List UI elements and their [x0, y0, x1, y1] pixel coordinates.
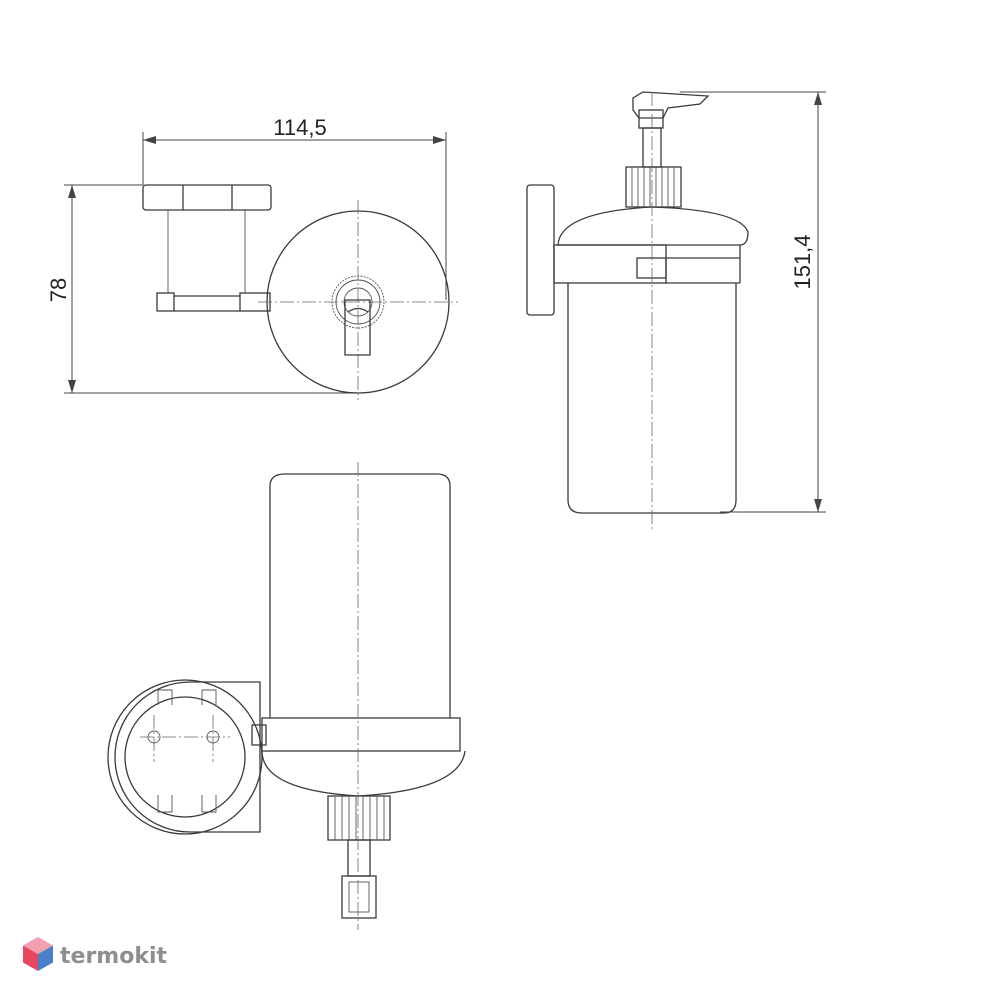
arm-stub	[251, 724, 267, 746]
pump-collar	[625, 166, 682, 208]
wall-plate-front	[107, 679, 263, 835]
dimension-total-height: 151,4	[680, 91, 826, 513]
holder-ring-front	[261, 717, 461, 752]
pump-collar-front	[327, 795, 391, 841]
bottle-body-front	[269, 473, 451, 718]
dimension-width-label: 114,5	[273, 115, 326, 140]
pump-head-front	[341, 875, 377, 919]
dimension-height: 78	[46, 184, 358, 394]
holder-arm	[553, 244, 741, 284]
container-lid-front	[261, 750, 466, 797]
dimension-height-label: 78	[46, 278, 71, 302]
brand-logo: termokit	[23, 937, 167, 971]
dimension-total-height-label: 151,4	[790, 234, 815, 289]
hexagon-logo-icon	[23, 937, 53, 971]
wall-plate	[526, 184, 555, 316]
brand-name: termokit	[60, 944, 167, 969]
side-view: 151,4	[526, 91, 826, 532]
bottom-view	[107, 462, 466, 930]
pump-head	[632, 91, 710, 168]
container-lid	[557, 206, 749, 246]
dimension-width: 114,5	[142, 115, 447, 300]
top-view: 114,5 78	[46, 115, 458, 400]
container-top	[258, 200, 458, 400]
mounting-bar	[142, 184, 272, 312]
bottle-body	[567, 283, 737, 514]
pump-stem-front	[347, 839, 371, 877]
